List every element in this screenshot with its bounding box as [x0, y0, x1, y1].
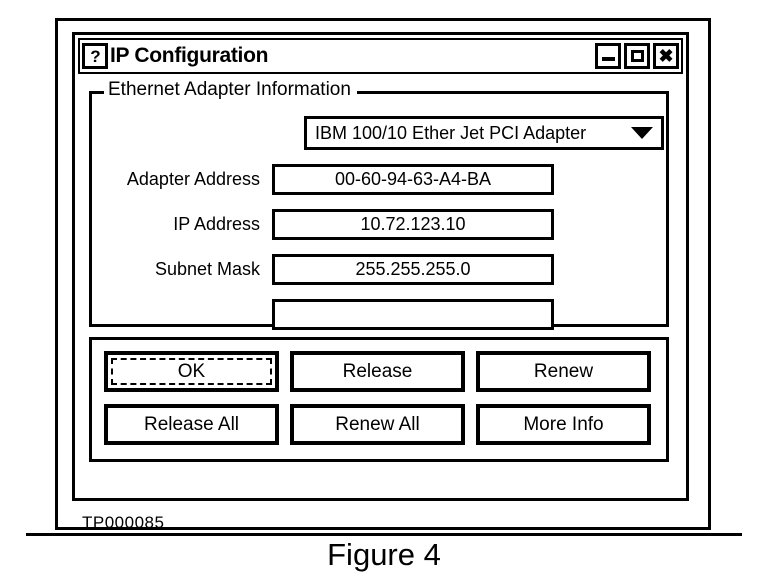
figure-caption: Figure 4: [327, 537, 441, 572]
title-bar: ? IP Configuration ✖: [78, 38, 683, 74]
caption-divider: [26, 533, 742, 536]
more-info-button[interactable]: More Info: [476, 404, 651, 445]
ip-address-value[interactable]: 10.72.123.10: [272, 209, 554, 240]
adapter-select-value: IBM 100/10 Ether Jet PCI Adapter: [315, 122, 587, 143]
adapter-address-label: Adapter Address: [126, 169, 260, 189]
release-all-button[interactable]: Release All: [104, 404, 279, 445]
button-grid: OK Release Renew Release All Renew All M…: [104, 351, 651, 445]
dialog-button-panel: OK Release Renew Release All Renew All M…: [89, 337, 669, 462]
chevron-down-icon[interactable]: [631, 127, 653, 139]
system-menu-question-icon[interactable]: ?: [82, 43, 108, 69]
sysmenu-glyph: ?: [90, 46, 100, 66]
ethernet-adapter-information-group: Ethernet Adapter Information IBM 100/10 …: [89, 79, 669, 330]
field-row-adapter-address: Adapter Address 00-60-94-63-A4-BA: [102, 164, 554, 195]
ok-button[interactable]: OK: [104, 351, 279, 392]
empty-field-value[interactable]: [272, 299, 554, 330]
minimize-icon: [601, 57, 615, 61]
field-row-empty: [102, 299, 554, 330]
renew-all-button[interactable]: Renew All: [290, 404, 465, 445]
tp-number-caption: TP000085: [82, 513, 165, 532]
group-legend: Ethernet Adapter Information: [104, 79, 357, 101]
maximize-button[interactable]: [624, 43, 650, 69]
adapter-address-value[interactable]: 00-60-94-63-A4-BA: [272, 164, 554, 195]
adapter-select[interactable]: IBM 100/10 Ether Jet PCI Adapter: [304, 116, 664, 150]
subnet-mask-label: Subnet Mask: [154, 259, 260, 279]
ip-address-label: IP Address: [173, 214, 260, 234]
field-row-subnet-mask: Subnet Mask 255.255.255.0: [102, 254, 554, 285]
subnet-mask-value[interactable]: 255.255.255.0: [272, 254, 554, 285]
window-title: IP Configuration: [110, 44, 269, 67]
window-controls: ✖: [595, 43, 679, 69]
minimize-button[interactable]: [595, 43, 621, 69]
renew-button[interactable]: Renew: [476, 351, 651, 392]
release-button[interactable]: Release: [290, 351, 465, 392]
figure-border: ? IP Configuration ✖ Ethernet Adapter In…: [55, 18, 711, 532]
ip-configuration-window: ? IP Configuration ✖ Ethernet Adapter In…: [72, 32, 689, 501]
close-button[interactable]: ✖: [653, 43, 679, 69]
maximize-icon: [630, 50, 644, 62]
close-icon: ✖: [658, 46, 674, 66]
field-row-ip-address: IP Address 10.72.123.10: [102, 209, 554, 240]
